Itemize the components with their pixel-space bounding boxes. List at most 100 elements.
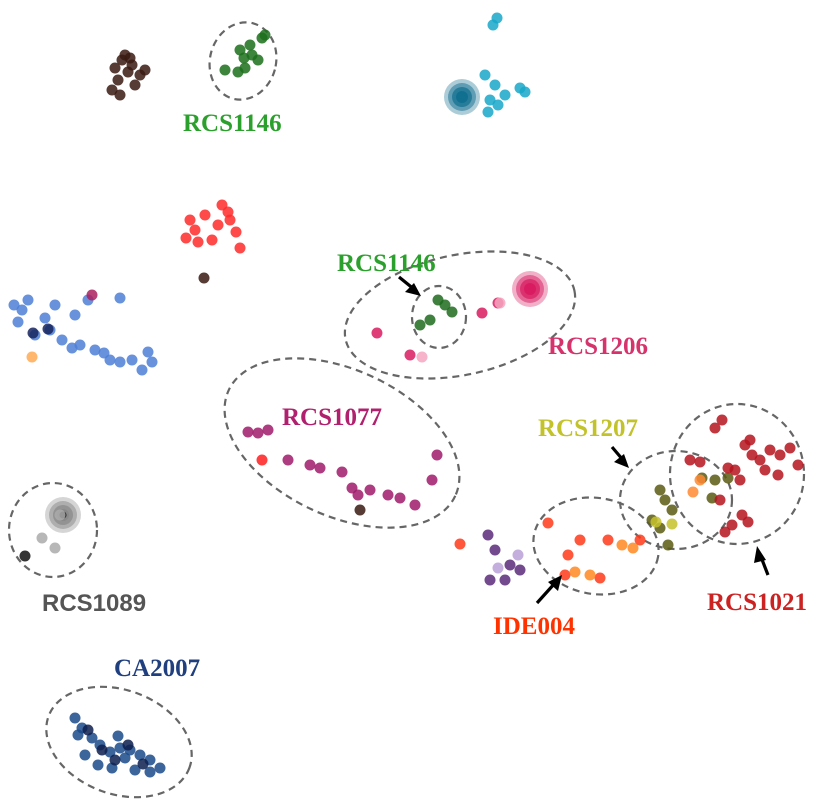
scatter-point xyxy=(482,106,494,118)
scatter-point xyxy=(259,29,271,41)
dense-blob xyxy=(512,271,548,307)
scatter-point xyxy=(684,454,696,466)
label-rcs1021: RCS1021 xyxy=(707,589,807,616)
scatter-point xyxy=(112,74,124,86)
scatter-point xyxy=(336,466,348,478)
scatter-point xyxy=(142,346,154,358)
scatter-point xyxy=(484,574,496,586)
label-rcs1207: RCS1207 xyxy=(538,415,638,442)
scatter-point xyxy=(282,454,294,466)
scatter-point xyxy=(746,449,758,461)
scatter-point xyxy=(124,52,136,64)
scatter-point xyxy=(139,64,151,76)
scatter-point xyxy=(184,214,196,226)
scatter-point xyxy=(114,89,126,101)
scatter-point xyxy=(454,538,466,550)
scatter-point xyxy=(304,459,316,471)
scatter-point xyxy=(192,236,204,248)
cluster-outline-rcs1146-top xyxy=(208,21,278,101)
scatter-point xyxy=(722,472,734,484)
scatter-point xyxy=(16,304,28,316)
scatter-point xyxy=(137,758,149,770)
arrowhead-rcs1021 xyxy=(754,546,766,563)
scatter-point xyxy=(382,489,394,501)
scatter-point xyxy=(354,504,366,516)
scatter-point xyxy=(180,232,192,244)
scatter-point xyxy=(519,86,531,98)
scatter-point xyxy=(222,206,234,218)
scatter-point xyxy=(230,226,242,238)
scatter-point xyxy=(662,539,674,551)
scatter-point xyxy=(499,574,511,586)
scatter-point xyxy=(764,444,776,456)
scatter-point xyxy=(69,309,81,321)
scatter-point xyxy=(584,569,596,581)
dense-blob-ring xyxy=(456,91,468,103)
scatter-point xyxy=(792,459,804,471)
dense-blob-ring xyxy=(524,283,536,295)
scatter-point xyxy=(146,356,158,368)
scatter-point xyxy=(666,504,678,516)
scatter-point xyxy=(709,474,721,486)
scatter-point xyxy=(492,562,504,574)
scatter-point xyxy=(242,426,254,438)
arrowhead-ide004 xyxy=(548,575,562,591)
label-ca2007: CA2007 xyxy=(114,655,200,682)
scatter-point xyxy=(726,519,738,531)
cluster-outline-rcs1077 xyxy=(223,357,461,529)
scatter-point xyxy=(112,730,124,742)
scatter-point xyxy=(49,299,61,311)
scatter-point xyxy=(759,464,771,476)
scatter-point xyxy=(256,454,268,466)
scatter-point xyxy=(414,319,426,331)
scatter-point xyxy=(232,66,244,78)
scatter-point xyxy=(627,542,639,554)
scatter-point xyxy=(36,532,48,544)
scatter-point xyxy=(694,474,706,486)
scatter-point xyxy=(489,544,501,556)
scatter-point xyxy=(426,474,438,486)
scatter-point xyxy=(687,486,699,498)
scatter-point xyxy=(431,449,443,461)
scatter-point xyxy=(106,84,118,96)
scatter-point xyxy=(82,724,94,736)
cluster-outline-rcs1207 xyxy=(618,449,734,551)
scatter-point xyxy=(492,99,504,111)
scatter-point xyxy=(49,542,61,554)
scatter-point xyxy=(79,749,91,761)
scatter-point xyxy=(136,364,148,376)
scatter-point xyxy=(494,297,506,309)
label-ide004: IDE004 xyxy=(493,613,575,640)
scatter-point xyxy=(616,539,628,551)
scatter-point xyxy=(489,79,501,91)
scatter-point xyxy=(86,289,98,301)
scatter-point xyxy=(42,323,54,335)
scatter-point xyxy=(694,456,706,468)
scatter-point xyxy=(314,462,326,474)
scatter-point xyxy=(542,517,554,529)
scatter-point xyxy=(784,442,796,454)
scatter-point xyxy=(772,469,784,481)
scatter-point xyxy=(69,712,81,724)
scatter-point xyxy=(499,89,511,101)
scatter-point xyxy=(409,499,421,511)
scatter-point xyxy=(504,559,516,571)
scatter-point xyxy=(74,339,86,351)
scatter-point xyxy=(491,12,503,24)
label-rcs1146-top: RCS1146 xyxy=(183,110,282,137)
annotation-arrows xyxy=(397,275,770,605)
scatter-point xyxy=(559,569,571,581)
scatter-point xyxy=(27,327,39,339)
scatter-point xyxy=(12,316,24,328)
scatter-point xyxy=(89,344,101,356)
scatter-point xyxy=(19,550,31,562)
scatter-point xyxy=(114,292,126,304)
scatter-point xyxy=(262,424,274,436)
dense-blob xyxy=(444,79,480,115)
scatter-point xyxy=(119,752,131,764)
scatter-point xyxy=(659,494,671,506)
scatter-point xyxy=(144,766,156,778)
scatter-point xyxy=(482,529,494,541)
scatter-point xyxy=(650,516,662,528)
